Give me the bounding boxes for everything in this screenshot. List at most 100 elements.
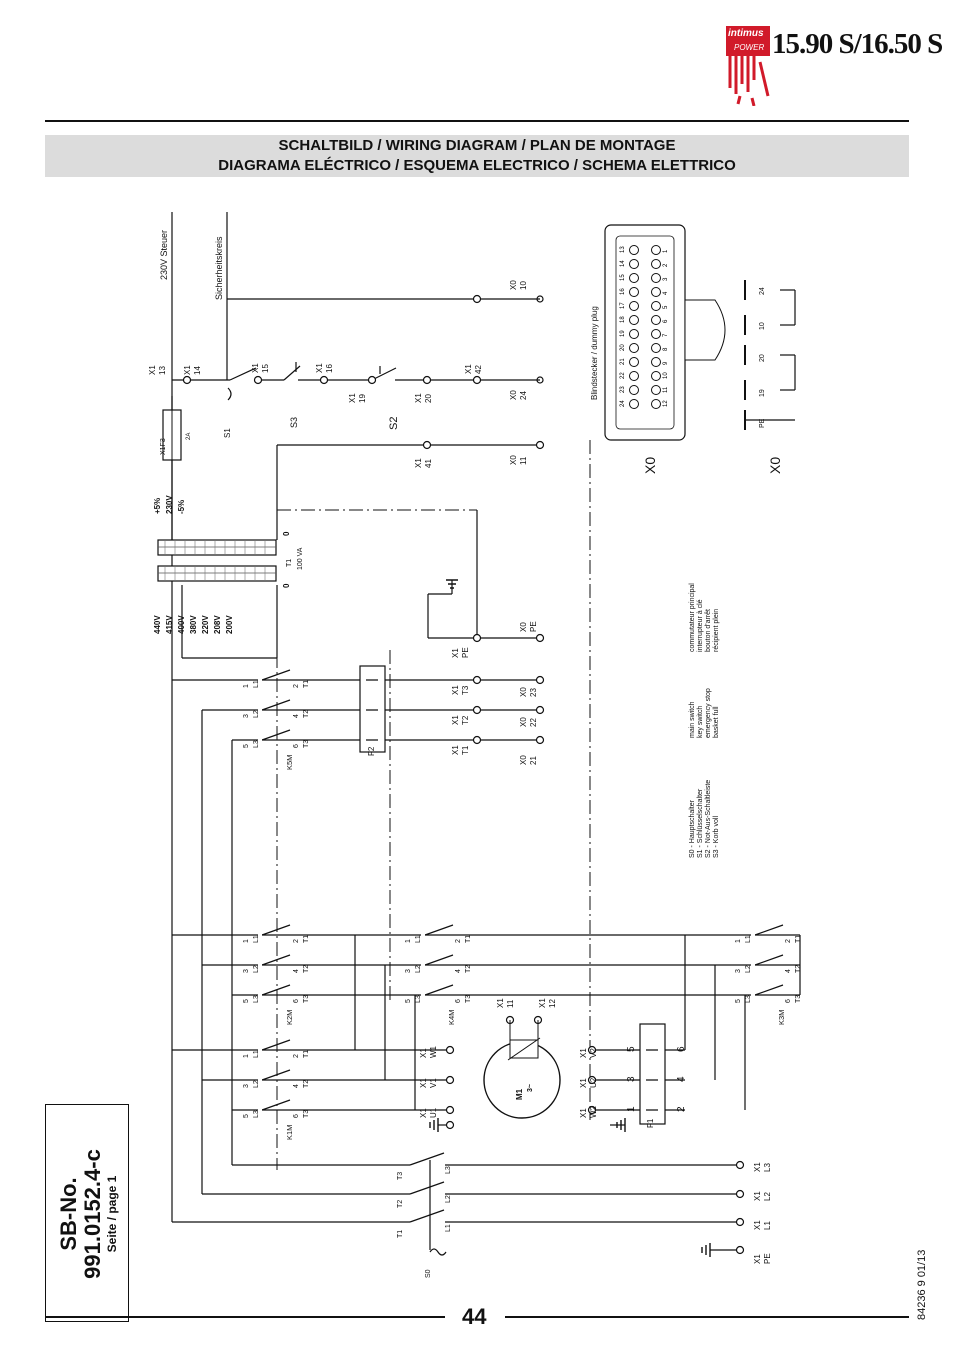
x0-24-prefix: X0 (509, 390, 518, 400)
bridge-pe: PE (759, 418, 766, 428)
legend-fr-2: bouton d'arrêt (705, 609, 712, 652)
k2m-bottom-1-prefix: 4 (293, 969, 300, 973)
x0-10-prefix: X0 (509, 280, 518, 290)
k4m-top-2: L3 (415, 995, 422, 1003)
switch-l3: L3 (445, 1166, 452, 1174)
s3-switch-icon (283, 365, 301, 381)
k2m-top-0: L1 (253, 935, 260, 943)
plug-pin-label-13: 13 (620, 246, 626, 253)
logo-shred-icon (728, 56, 770, 106)
legend-de-3: S3 - Korb voll (713, 816, 720, 858)
ground-symbols (429, 579, 711, 1257)
logo-box: intimus POWER (726, 26, 770, 56)
k3m-top-2-prefix: 5 (735, 999, 742, 1003)
k4m-bottom-0-prefix: 2 (455, 939, 462, 943)
x1-16-prefix: X1 (315, 363, 324, 373)
k4m-bottom-0: T1 (465, 935, 472, 943)
logo-brand: intimus (728, 28, 764, 39)
k4m-bottom-1-prefix: 4 (455, 969, 462, 973)
legend-en-0: main switch (689, 701, 696, 738)
plug-pin-label-6: 6 (663, 319, 669, 323)
plug-pin-5 (651, 301, 661, 311)
plug-pin-label-1: 1 (663, 249, 669, 253)
k1m-top-2: L3 (253, 1110, 260, 1118)
x1-v2-prefix: X1 (579, 1048, 588, 1058)
k4m-top-1: L2 (415, 965, 422, 973)
motor-m1 (483, 1020, 561, 1119)
k5m-top-1: L2 (253, 710, 260, 718)
x0-11-prefix: X0 (509, 455, 518, 465)
x1-14: 14 (193, 366, 202, 375)
k1m-top-1: L2 (253, 1080, 260, 1088)
label-m1-phase: 3~ (527, 1084, 534, 1092)
secondary-tap-0: +5% (153, 498, 162, 514)
page-number: 44 (462, 1304, 487, 1329)
k5m-top-0: L1 (253, 680, 260, 688)
plug-pin-label-4: 4 (663, 291, 669, 295)
x1-l3: L3 (763, 1163, 772, 1172)
terminal-5 (472, 375, 482, 385)
k3m-bottom-1: T2 (795, 965, 802, 973)
primary-tap-3: 380V (189, 615, 198, 634)
plug-pin-label-12: 12 (663, 400, 669, 407)
k5m-bottom-1: T2 (303, 710, 310, 718)
k2m-bottom-0: T1 (303, 935, 310, 943)
plug-pin-22 (629, 371, 639, 381)
bridge-20: 20 (759, 354, 766, 362)
f1-pin-1: 1 (626, 1106, 637, 1112)
x1-l2-prefix: X1 (753, 1191, 762, 1201)
k4m-top-0-prefix: 1 (405, 939, 412, 943)
plug-pin-label-3: 3 (663, 277, 669, 281)
terminal-8 (472, 633, 482, 643)
plug-pin-label-20: 20 (620, 344, 626, 351)
k5m-top-2-prefix: 5 (243, 744, 250, 748)
k2m-bottom-1: T2 (303, 965, 310, 973)
x1-20: 20 (424, 394, 433, 403)
label-x0-plug: X0 (642, 457, 658, 474)
transformer-t1 (157, 539, 277, 582)
plug-pin-label-21: 21 (620, 358, 626, 365)
plug-pin-6 (651, 315, 661, 325)
contactor-contact (754, 984, 784, 996)
terminal-14 (445, 1105, 455, 1115)
x1-t2-aux: T2 (461, 715, 470, 725)
plug-pin-9 (651, 357, 661, 367)
terminal-21 (735, 1217, 745, 1227)
terminal-6 (422, 440, 432, 450)
x1-41: 41 (424, 459, 433, 468)
x1-19-prefix: X1 (348, 393, 357, 403)
plug-pin-label-9: 9 (663, 361, 669, 365)
logo-sub: POWER (734, 43, 765, 52)
model-title: 15.90 S/16.50 S (772, 28, 943, 60)
f1-pin-5: 5 (626, 1046, 637, 1052)
ground-icon (446, 579, 458, 589)
k1m-bottom-2-prefix: 6 (293, 1114, 300, 1118)
ground-icon (701, 1243, 711, 1257)
x0-21: 21 (529, 756, 538, 765)
control-switches (227, 295, 544, 401)
label-fuse-rating: 2A (186, 433, 192, 440)
terminal-11 (472, 735, 482, 745)
label-x0-bridges: X0 (767, 457, 783, 474)
plug-pin-label-14: 14 (620, 260, 626, 267)
x1-l2: L2 (763, 1192, 772, 1201)
plug-pin-label-23: 23 (620, 386, 626, 393)
k3m-bottom-0-prefix: 2 (785, 939, 792, 943)
s1-key-switch-icon (229, 367, 257, 381)
k2m-bottom-0-prefix: 2 (293, 939, 300, 943)
x1-42: 42 (474, 365, 483, 374)
x0-11: 11 (519, 456, 528, 465)
x1-15-prefix: X1 (251, 363, 260, 373)
s2-estop-icon (371, 367, 397, 381)
label-s2: S2 (388, 417, 400, 430)
k3m-bottom-2-prefix: 6 (785, 999, 792, 1003)
primary-tap-6: 200V (225, 615, 234, 634)
x0-terminal-4 (535, 735, 545, 745)
k4m-bottom-2-prefix: 6 (455, 999, 462, 1003)
x1-12: 12 (548, 999, 557, 1008)
terminal-23 (735, 1160, 745, 1170)
legend-de-0: S0 - Hauptschalter (689, 799, 696, 858)
x0-23: 23 (529, 688, 538, 697)
